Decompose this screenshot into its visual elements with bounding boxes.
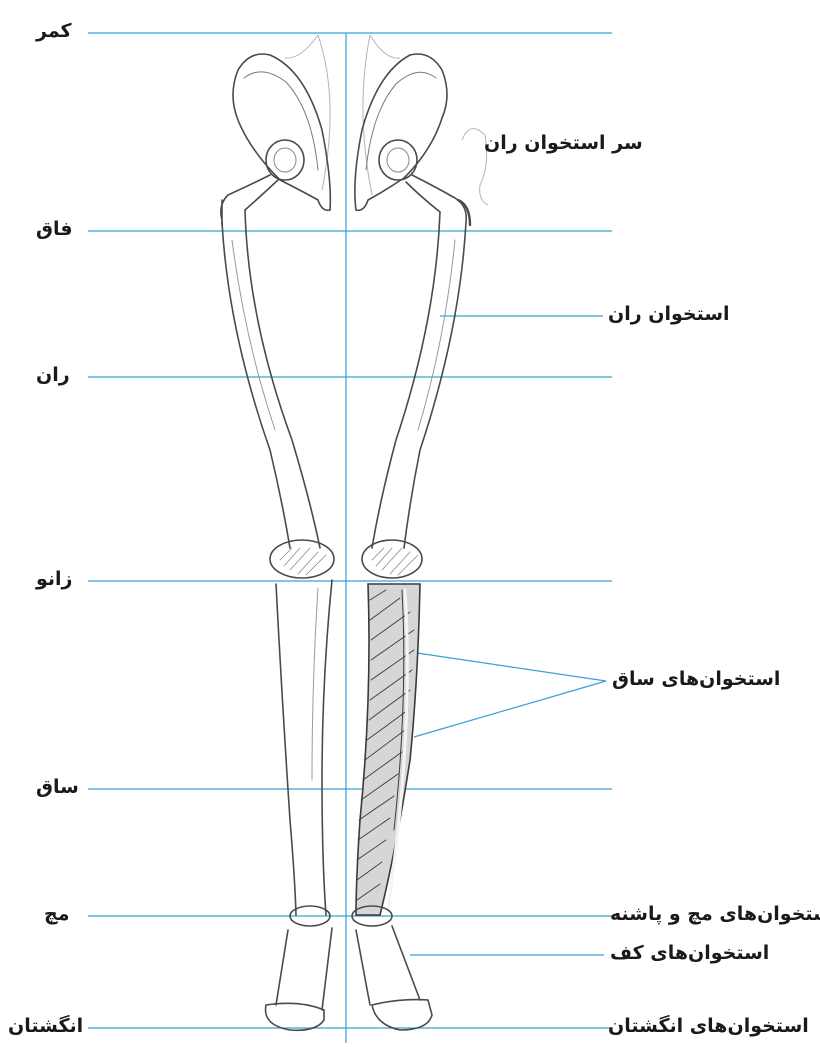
label-shin: ساق xyxy=(36,778,79,797)
label-toe-bones: استخوان‌های انگشتان xyxy=(608,1017,809,1036)
right-tibia xyxy=(356,584,420,915)
label-waist: کمر xyxy=(36,22,72,41)
pelvis-sketch xyxy=(285,35,488,205)
left-femur-shaft xyxy=(222,222,290,548)
left-kneecap xyxy=(270,540,334,578)
label-ankle: مچ xyxy=(44,905,69,924)
guide-lines xyxy=(88,33,612,1043)
leader-lines xyxy=(410,316,606,955)
leader-leg-bones-upper xyxy=(417,653,606,681)
left-iliac-wing xyxy=(233,54,330,210)
right-femur-head xyxy=(379,140,417,180)
left-toes xyxy=(266,1003,325,1030)
left-femur-head xyxy=(266,140,304,180)
left-tibia xyxy=(276,584,296,915)
left-foot xyxy=(276,928,332,1010)
label-toes: انگشتان xyxy=(8,1017,83,1036)
label-ankle-heel-bones: استخوان‌های مچ و پاشنه xyxy=(610,905,820,924)
leader-leg-bones-lower xyxy=(414,681,606,737)
left-leg xyxy=(221,54,334,1030)
label-leg-bones: استخوان‌های ساق xyxy=(612,670,780,689)
label-sole-bones: استخوان‌های کف xyxy=(610,944,769,963)
right-foot xyxy=(356,926,420,1005)
label-hip: فاق xyxy=(36,220,73,239)
label-thigh: ران xyxy=(36,366,70,385)
label-femur: استخوان ران xyxy=(608,305,730,324)
label-knee: زانو xyxy=(36,570,73,589)
label-femur-head: سر استخوان ران xyxy=(484,134,643,153)
right-leg xyxy=(352,54,470,1030)
right-toes xyxy=(372,1000,432,1030)
